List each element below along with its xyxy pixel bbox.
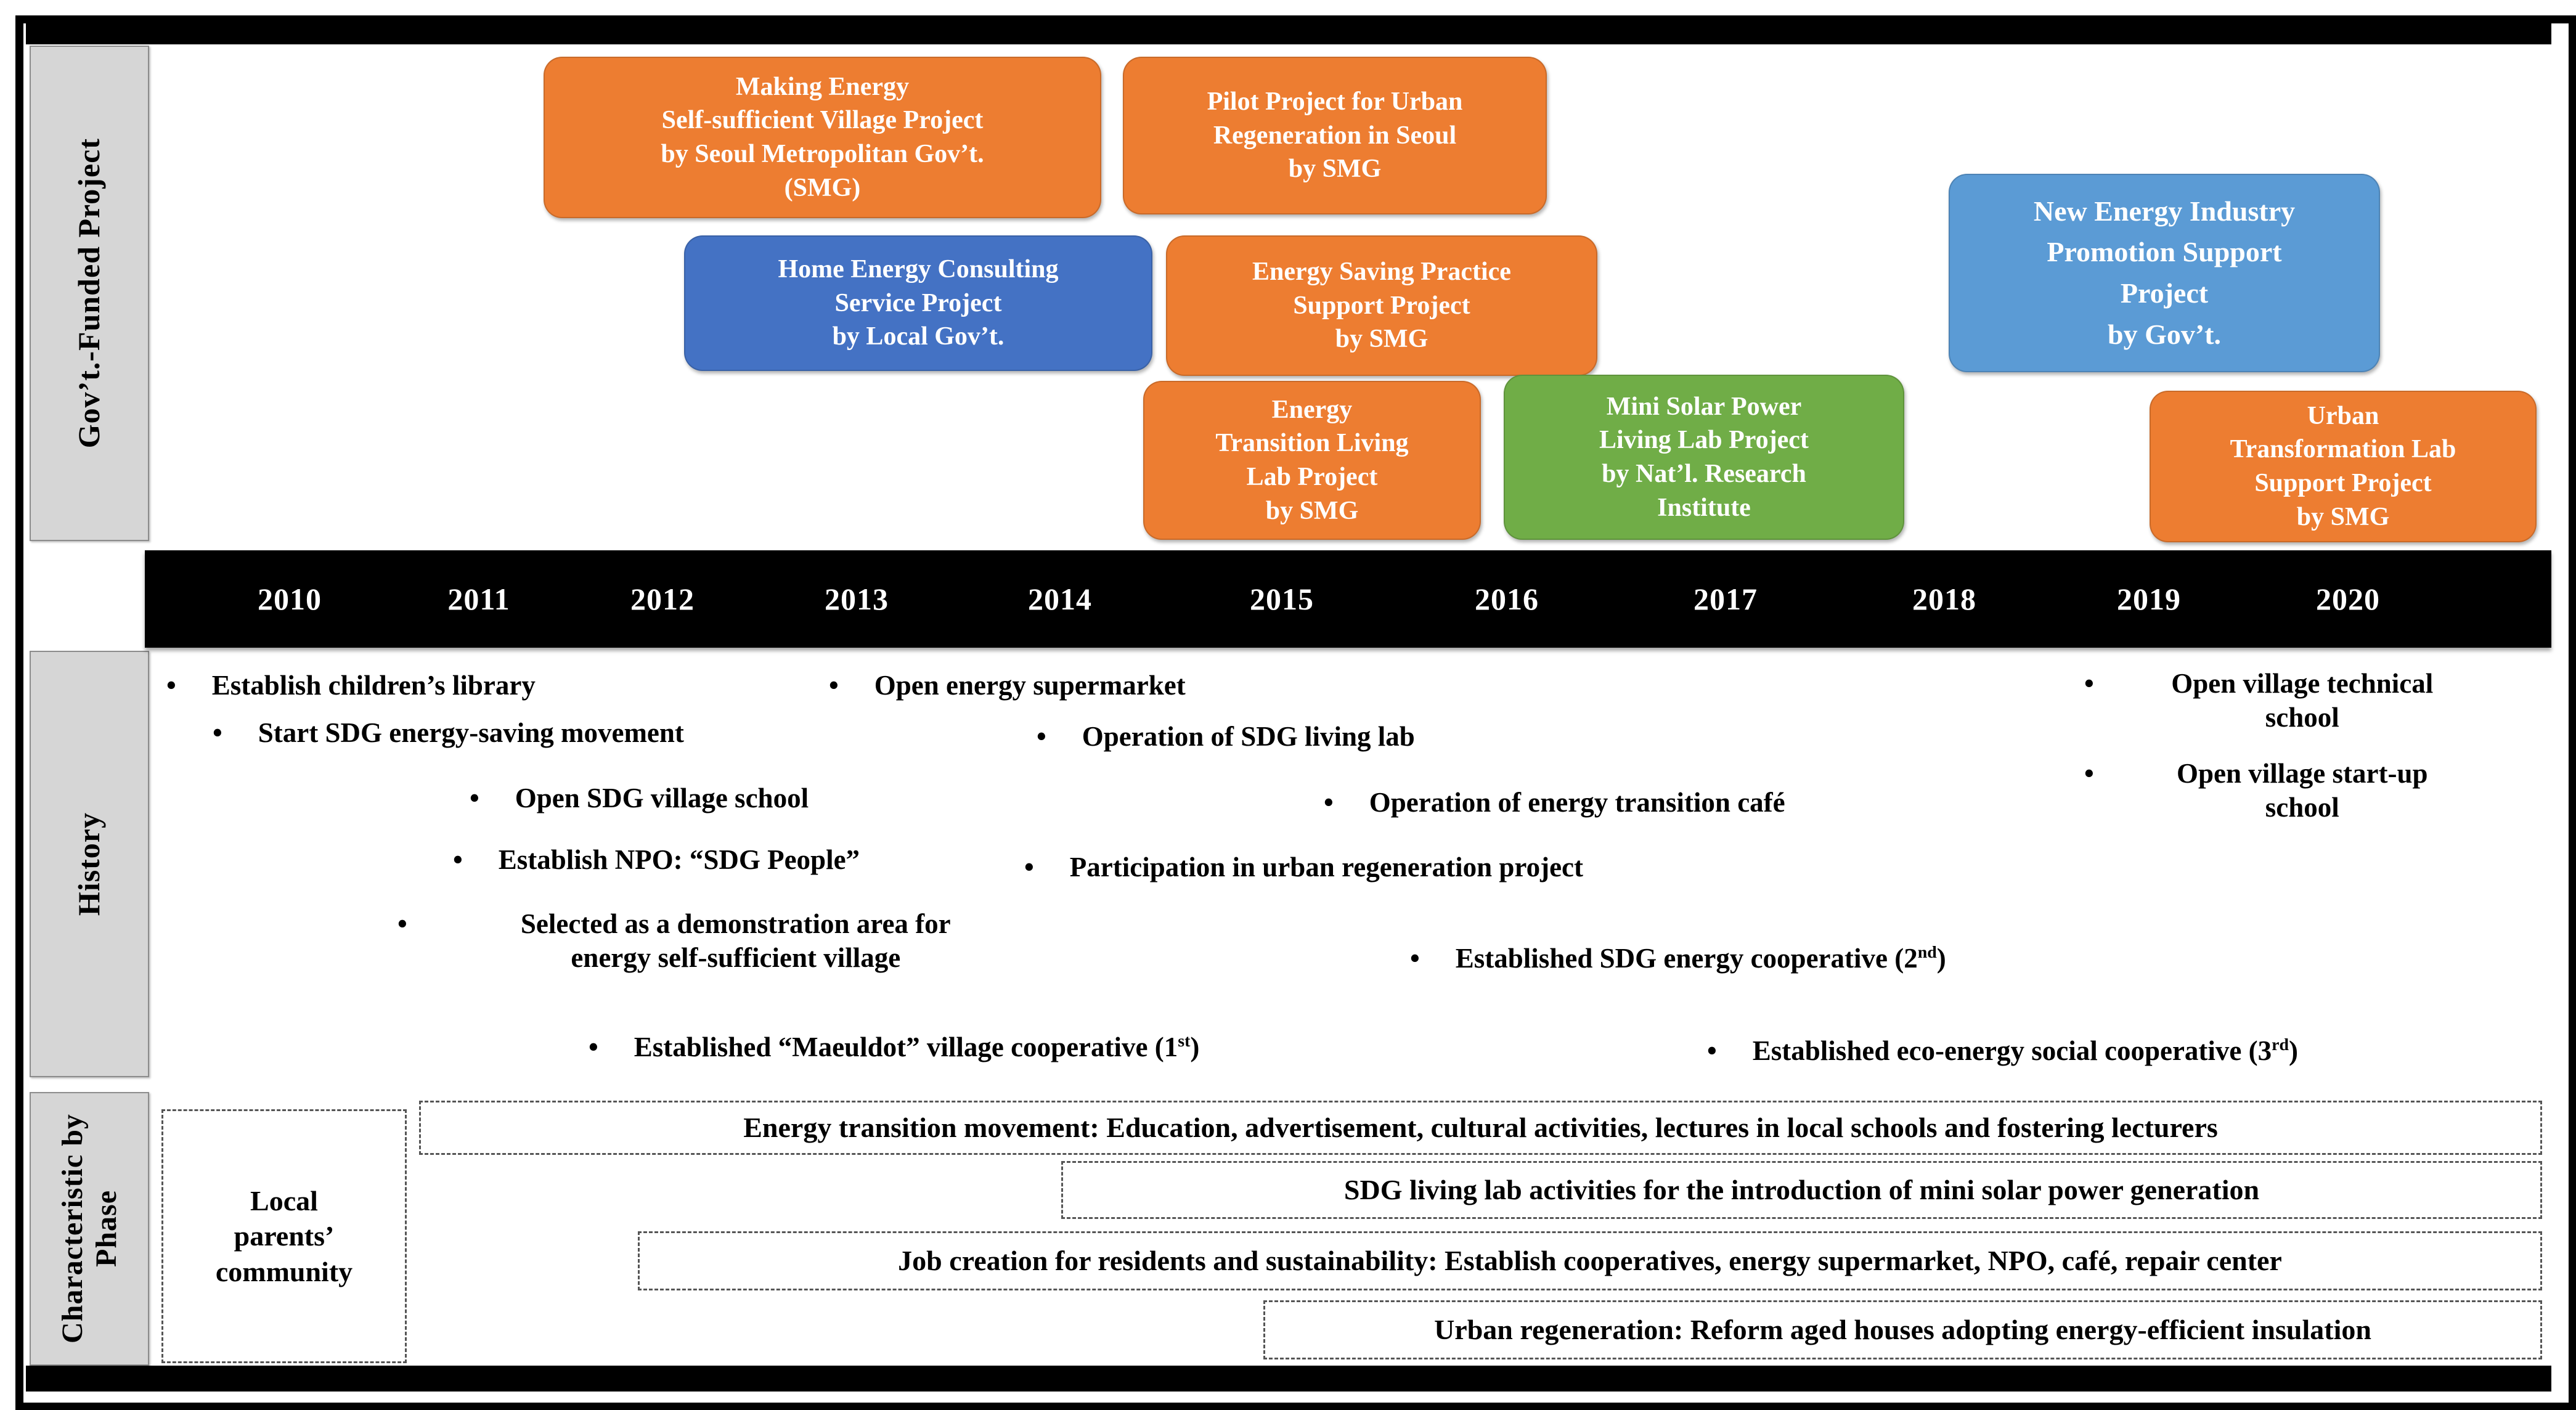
- history-item-open-sdg-village-school: • Open SDG village school: [470, 781, 809, 815]
- history-item-participation-urban-regeneration: • Participation in urban regeneration pr…: [1024, 850, 1583, 884]
- history-item-text: Established “Maeuldot” village cooperati…: [634, 1032, 1200, 1062]
- bullet-icon: •: [1410, 943, 1420, 974]
- phase-box-sdg-living-lab-activities: SDG living lab activities for the introd…: [1061, 1161, 2542, 1219]
- history-item-text: Established SDG energy cooperative (2nd): [1455, 943, 1946, 974]
- year-2010: 2010: [258, 582, 322, 616]
- history-item-operation-energy-transition-cafe: • Operation of energy transition café: [1324, 786, 1785, 820]
- project-box-energy-transition-living-lab: Energy Transition Living Lab Project by …: [1143, 381, 1481, 540]
- history-item-text: Start SDG energy-saving movement: [258, 717, 684, 748]
- phase-box-local-parents-community: Local parents’ community: [161, 1109, 407, 1363]
- bullet-icon: •: [470, 783, 479, 813]
- history-item-text: Selected as a demonstration area for ene…: [520, 908, 951, 973]
- outer-frame: [15, 15, 2576, 1410]
- year-2017: 2017: [1694, 582, 1758, 616]
- bullet-icon: •: [2084, 758, 2094, 789]
- history-item-operation-sdg-living-lab: • Operation of SDG living lab: [1037, 720, 1415, 754]
- timeline-year-band: 2010 2011 2012 2013 2014 2015 2016 2017 …: [145, 550, 2551, 648]
- history-item-text: Operation of energy transition café: [1369, 787, 1785, 818]
- year-2018: 2018: [1912, 582, 1976, 616]
- phase-box-urban-regeneration: Urban regeneration: Reform aged houses a…: [1263, 1300, 2542, 1359]
- project-box-new-energy-industry: New Energy Industry Promotion Support Pr…: [1949, 174, 2380, 372]
- history-item-text: Establish NPO: “SDG People”: [498, 844, 860, 875]
- bullet-icon: •: [1324, 787, 1334, 818]
- year-2016: 2016: [1475, 582, 1539, 616]
- history-item-open-village-technical-school: • Open village technical school: [2084, 667, 2475, 735]
- history-item-text: Established eco-energy social cooperativ…: [1752, 1035, 2299, 1066]
- row-label-characteristic-by-phase: Characteristic by Phase: [30, 1092, 149, 1366]
- year-2012: 2012: [630, 582, 695, 616]
- project-box-mini-solar-living-lab: Mini Solar Power Living Lab Project by N…: [1504, 375, 1904, 540]
- top-divider-band: [26, 23, 2551, 44]
- history-item-text: Open energy supermarket: [874, 670, 1186, 701]
- year-2015: 2015: [1250, 582, 1314, 616]
- project-box-pilot-project-urban-regeneration: Pilot Project for Urban Regeneration in …: [1123, 57, 1547, 214]
- history-item-open-village-startup-school: • Open village start-up school: [2084, 757, 2475, 825]
- history-item-start-sdg-energy-saving: • Start SDG energy-saving movement: [213, 716, 684, 750]
- history-item-establish-npo-sdg-people: • Establish NPO: “SDG People”: [453, 843, 860, 877]
- project-box-urban-transformation-lab: Urban Transformation Lab Support Project…: [2150, 391, 2537, 542]
- row-label-text: Gov’t.-Funded Project: [71, 138, 107, 449]
- history-item-text: Open village start-up school: [2177, 758, 2428, 823]
- bullet-icon: •: [453, 844, 463, 875]
- history-item-text: Operation of SDG living lab: [1082, 721, 1415, 752]
- bullet-icon: •: [1707, 1035, 1717, 1066]
- history-item-text: Participation in urban regeneration proj…: [1069, 852, 1584, 882]
- bullet-icon: •: [213, 717, 222, 748]
- history-item-established-sdg-energy-cooperative: • Established SDG energy cooperative (2n…: [1410, 942, 1946, 976]
- history-item-open-energy-supermarket: • Open energy supermarket: [829, 669, 1186, 703]
- history-item-selected-demonstration-area: • Selected as a demonstration area for e…: [397, 907, 1029, 975]
- bullet-icon: •: [829, 670, 839, 701]
- row-label-text: History: [71, 812, 107, 916]
- phase-box-job-creation: Job creation for residents and sustainab…: [638, 1231, 2542, 1290]
- bullet-icon: •: [1037, 721, 1046, 752]
- year-2013: 2013: [825, 582, 889, 616]
- year-2019: 2019: [2117, 582, 2181, 616]
- project-box-making-energy-self-sufficient-village: Making Energy Self-sufficient Village Pr…: [544, 57, 1101, 218]
- row-label-govt-funded-project: Gov’t.-Funded Project: [30, 46, 149, 541]
- history-item-established-eco-energy-cooperative: • Established eco-energy social cooperat…: [1707, 1034, 2298, 1068]
- row-label-text: Characteristic by Phase: [55, 1114, 123, 1344]
- bullet-icon: •: [2084, 668, 2094, 699]
- history-item-text: Open village technical school: [2171, 668, 2434, 733]
- history-item-text: Open SDG village school: [515, 783, 809, 813]
- year-2011: 2011: [447, 582, 510, 616]
- bullet-icon: •: [589, 1032, 598, 1062]
- project-box-home-energy-consulting: Home Energy Consulting Service Project b…: [684, 235, 1152, 371]
- history-item-established-maeuldot-cooperative: • Established “Maeuldot” village coopera…: [589, 1030, 1199, 1064]
- history-item-text: Establish children’s library: [211, 670, 536, 701]
- year-2020: 2020: [2316, 582, 2380, 616]
- bullet-icon: •: [1024, 852, 1034, 882]
- history-item-establish-childrens-library: • Establish children’s library: [166, 669, 536, 703]
- bullet-icon: •: [166, 670, 176, 701]
- bullet-icon: •: [397, 908, 407, 939]
- row-label-history: History: [30, 651, 149, 1077]
- phase-box-energy-transition-movement: Energy transition movement: Education, a…: [419, 1101, 2542, 1155]
- project-box-energy-saving-practice: Energy Saving Practice Support Project b…: [1166, 235, 1597, 376]
- year-2014: 2014: [1028, 582, 1092, 616]
- bottom-divider-band: [26, 1366, 2551, 1392]
